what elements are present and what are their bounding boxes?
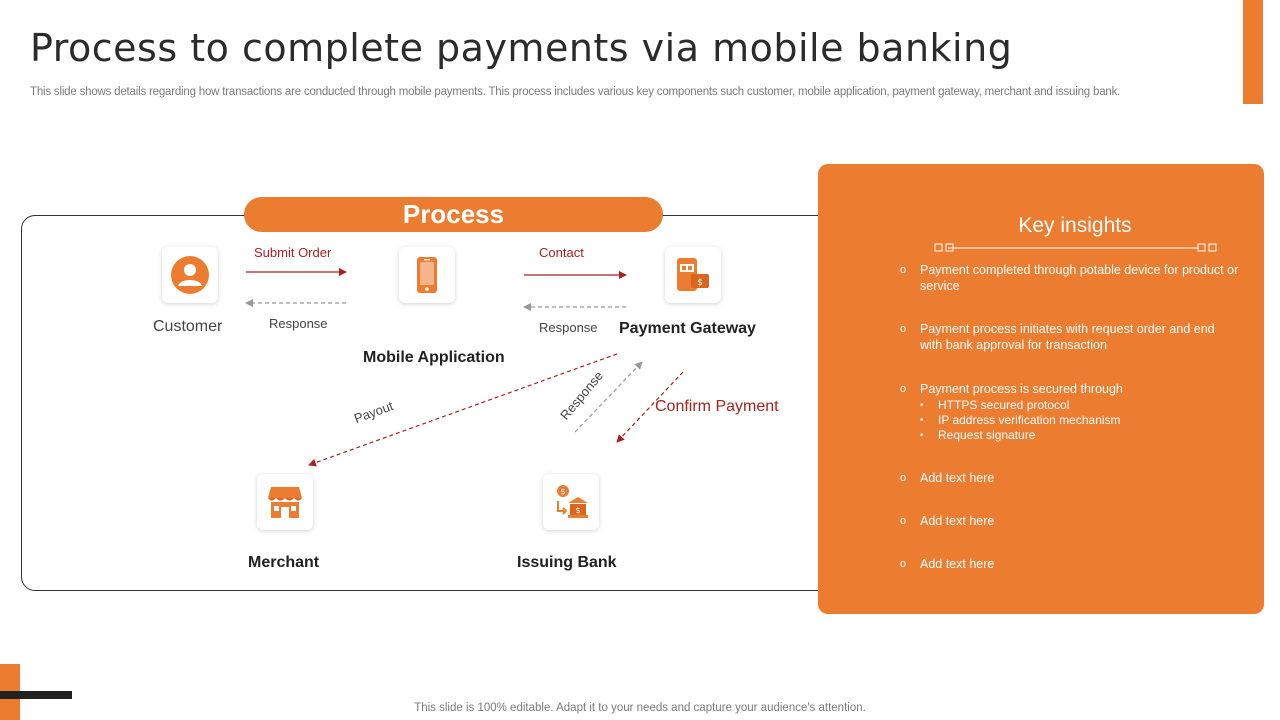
smartphone-icon bbox=[417, 257, 437, 293]
flow-label-confirm-payment: Confirm Payment bbox=[655, 398, 779, 415]
flow-label-response-customer: Response bbox=[269, 316, 328, 331]
svg-text:$: $ bbox=[560, 487, 565, 496]
flow-label-submit-order: Submit Order bbox=[254, 245, 332, 260]
insights-title: Key insights bbox=[1018, 214, 1132, 237]
page-title: Process to complete payments via mobile … bbox=[30, 26, 1013, 70]
payment-gateway-icon: $ bbox=[677, 258, 709, 291]
arrow-payout bbox=[308, 353, 618, 467]
customer-icon-card bbox=[162, 247, 218, 303]
store-icon bbox=[268, 487, 302, 518]
gateway-icon-card: $ bbox=[665, 247, 721, 303]
arrow-response-bank bbox=[574, 361, 643, 433]
insight-sublist: HTTPS secured protocol IP address verifi… bbox=[920, 398, 1240, 443]
gateway-label: Payment Gateway bbox=[619, 320, 756, 337]
bank-transfer-icon: $ $ bbox=[557, 485, 588, 518]
mobile-app-icon-card bbox=[399, 247, 455, 303]
arrow-confirm-payment bbox=[616, 371, 684, 443]
merchant-icon-card bbox=[257, 474, 313, 530]
user-icon bbox=[171, 256, 209, 294]
insight-subitem: IP address verification mechanism bbox=[920, 413, 1240, 428]
insight-subitem: HTTPS secured protocol bbox=[920, 398, 1240, 413]
flow-label-response-app: Response bbox=[539, 320, 598, 335]
insights-divider bbox=[934, 243, 1217, 252]
page-subtitle: This slide shows details regarding how t… bbox=[30, 86, 1121, 98]
top-accent-bar bbox=[1243, 0, 1263, 104]
merchant-label: Merchant bbox=[248, 554, 320, 571]
svg-text:$: $ bbox=[575, 506, 580, 515]
footer-note: This slide is 100% editable. Adapt it to… bbox=[414, 702, 866, 714]
bank-label: Issuing Bank bbox=[517, 554, 617, 571]
bottom-dark-bar bbox=[0, 691, 72, 699]
svg-text:$: $ bbox=[697, 278, 703, 288]
customer-label: Customer bbox=[153, 318, 223, 335]
flow-label-contact: Contact bbox=[539, 245, 584, 260]
process-heading: Process bbox=[244, 197, 663, 232]
bank-icon-card: $ $ bbox=[543, 474, 599, 530]
insight-subitem: Request signature bbox=[920, 428, 1240, 443]
mobile-app-label: Mobile Application bbox=[363, 349, 505, 366]
